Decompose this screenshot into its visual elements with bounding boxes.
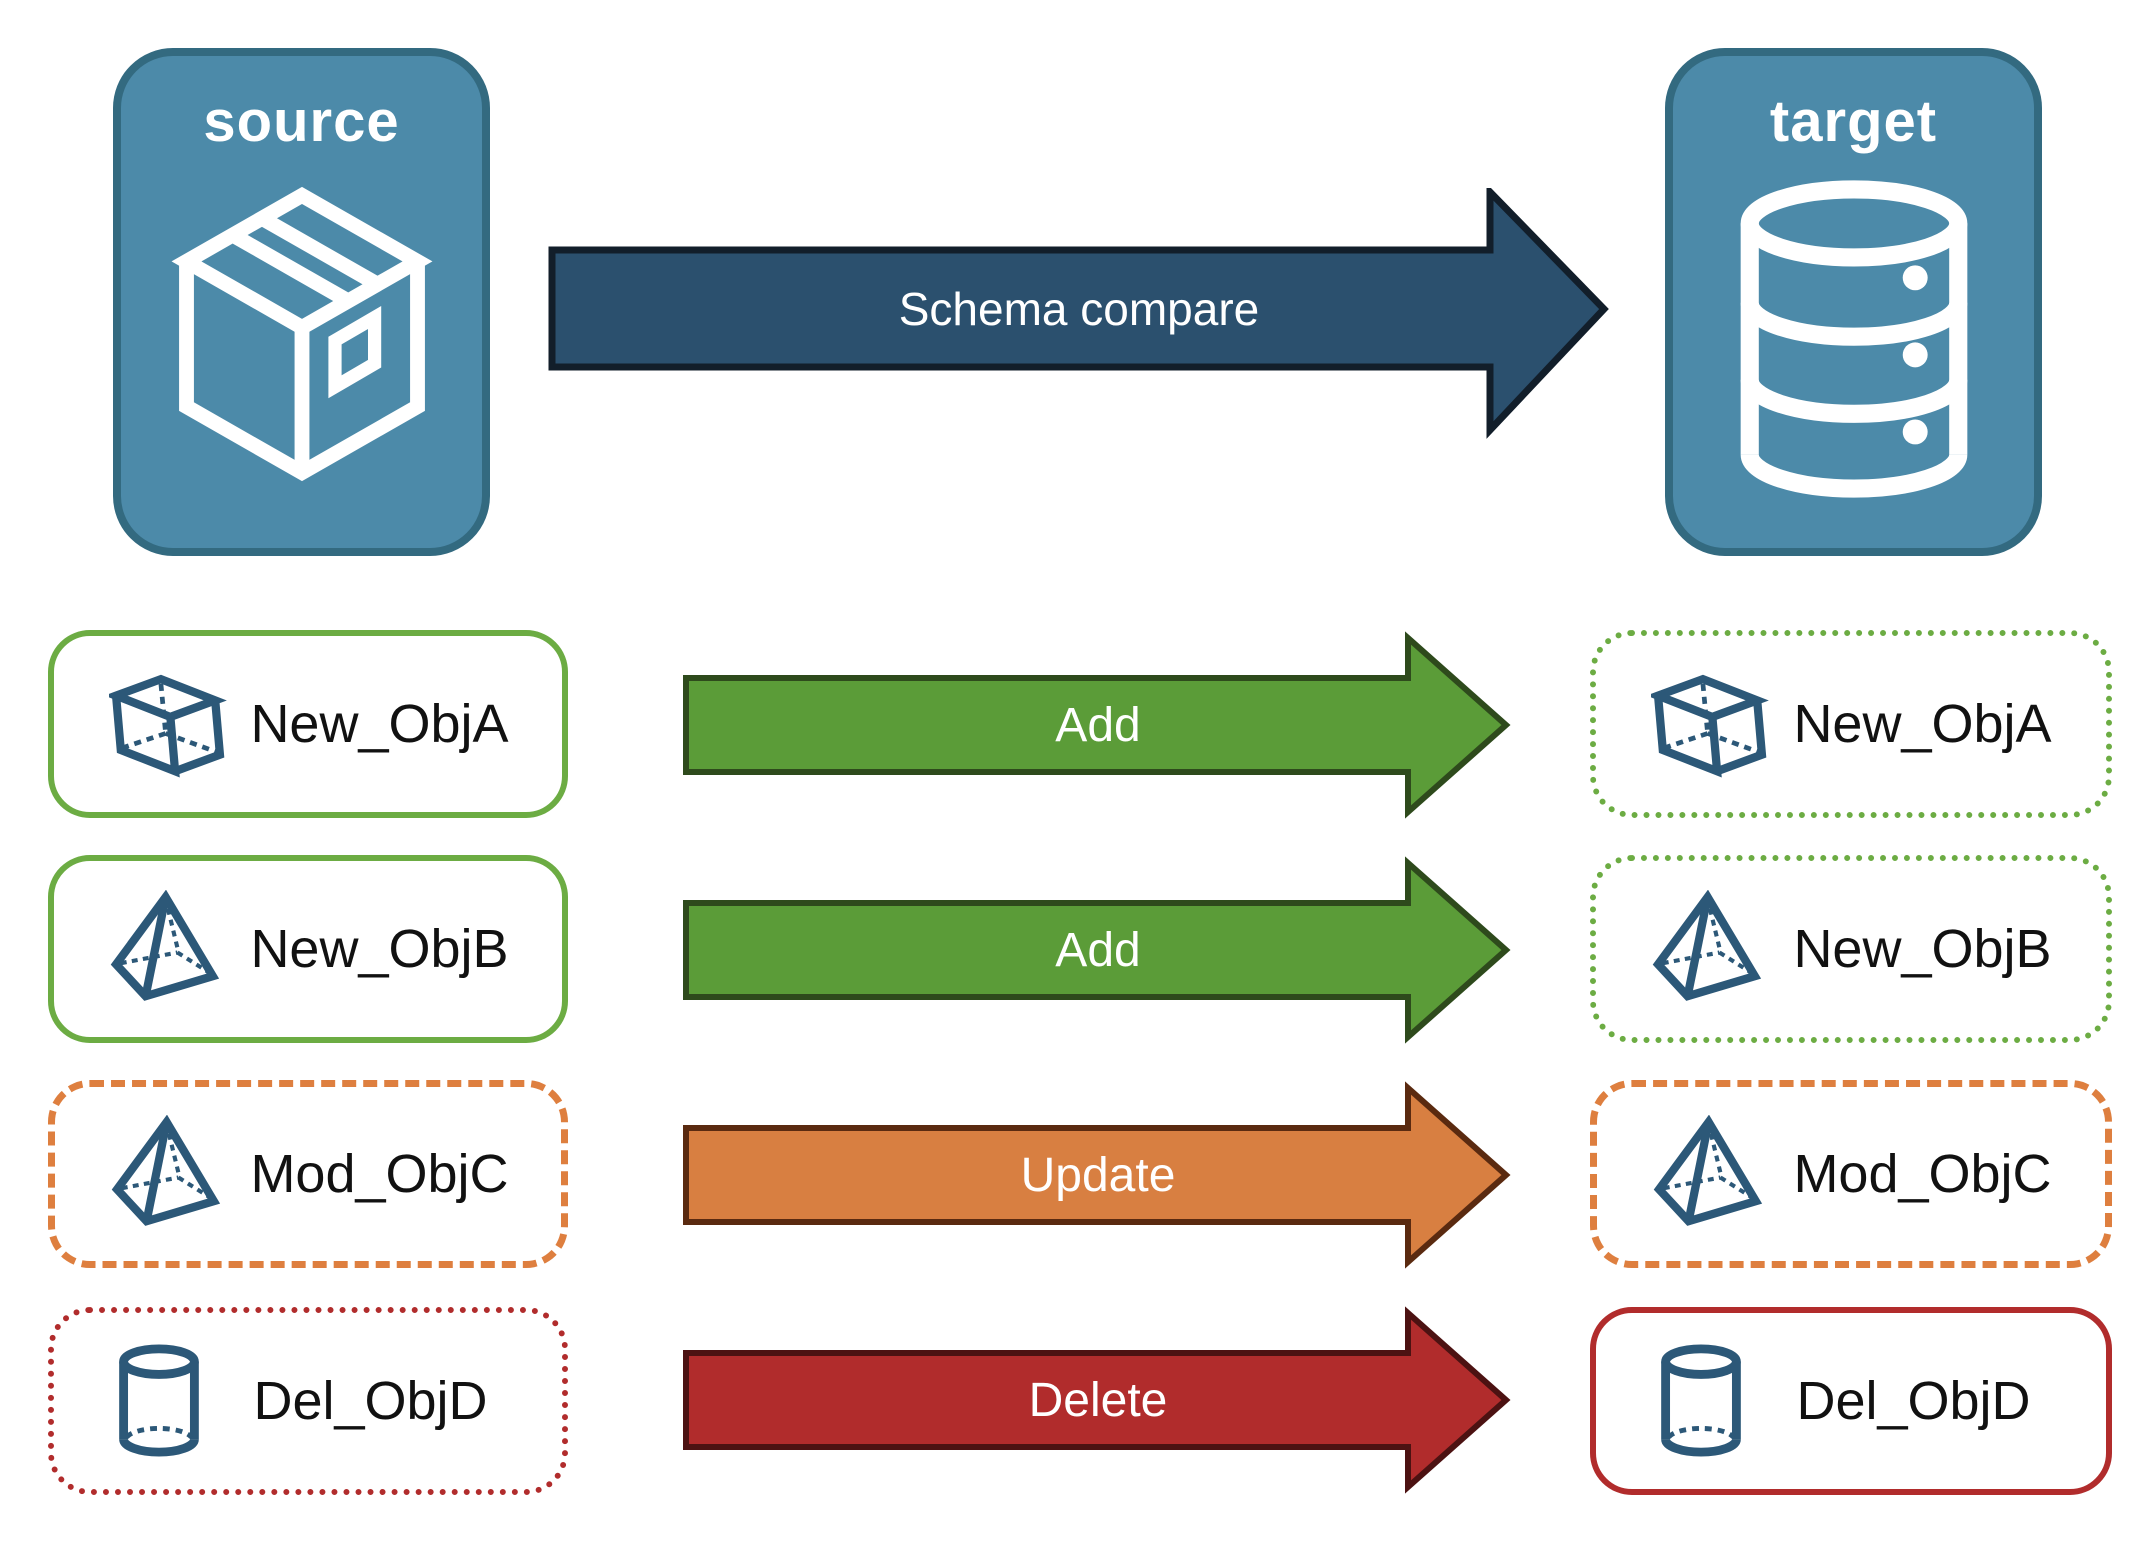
database-icon xyxy=(1709,169,1999,509)
action-arrow-delete: Delete xyxy=(683,1305,1513,1495)
cube-icon xyxy=(1651,665,1769,783)
source-item-new-obja: New_ObjA xyxy=(48,630,568,818)
action-arrow-update: Update xyxy=(683,1080,1513,1270)
schema-compare-label: Schema compare xyxy=(898,283,1260,335)
source-panel-label: source xyxy=(203,89,400,154)
item-label: New_ObjB xyxy=(250,919,509,979)
item-label: New_ObjA xyxy=(1793,694,2052,754)
pyramid-icon xyxy=(109,890,227,1008)
target-panel: target xyxy=(1665,48,2042,556)
item-label: New_ObjA xyxy=(250,694,509,754)
package-icon xyxy=(137,169,467,499)
action-arrow-label: Delete xyxy=(1028,1373,1168,1427)
source-item-mod-objc: Mod_ObjC xyxy=(48,1080,568,1268)
source-item-new-objb: New_ObjB xyxy=(48,855,568,1043)
target-panel-label: target xyxy=(1769,89,1938,154)
item-label: Mod_ObjC xyxy=(250,1144,509,1204)
item-label: Mod_ObjC xyxy=(1793,1144,2052,1204)
action-arrow-label: Update xyxy=(1020,1148,1176,1202)
pyramid-icon xyxy=(1652,1115,1770,1233)
cube-icon xyxy=(109,665,227,783)
action-arrow-add-1: Add xyxy=(683,630,1513,820)
item-label: Del_ObjD xyxy=(253,1371,488,1431)
action-arrow-label: Add xyxy=(1055,923,1141,977)
pyramid-icon xyxy=(1651,890,1769,1008)
cylinder-icon xyxy=(1651,1342,1751,1460)
source-item-del-objd: Del_ObjD xyxy=(48,1307,568,1495)
pyramid-icon xyxy=(110,1115,228,1233)
target-item-mod-objc: Mod_ObjC xyxy=(1590,1080,2112,1268)
item-label: Del_ObjD xyxy=(1796,1371,2031,1431)
target-item-new-obja: New_ObjA xyxy=(1590,630,2112,818)
action-arrow-add-2: Add xyxy=(683,855,1513,1045)
cylinder-icon xyxy=(109,1342,209,1460)
item-label: New_ObjB xyxy=(1793,919,2052,979)
target-item-del-objd: Del_ObjD xyxy=(1590,1307,2112,1495)
action-arrow-label: Add xyxy=(1055,698,1141,752)
target-item-new-objb: New_ObjB xyxy=(1590,855,2112,1043)
source-panel: source xyxy=(113,48,490,556)
schema-compare-arrow: Schema compare xyxy=(548,188,1610,440)
